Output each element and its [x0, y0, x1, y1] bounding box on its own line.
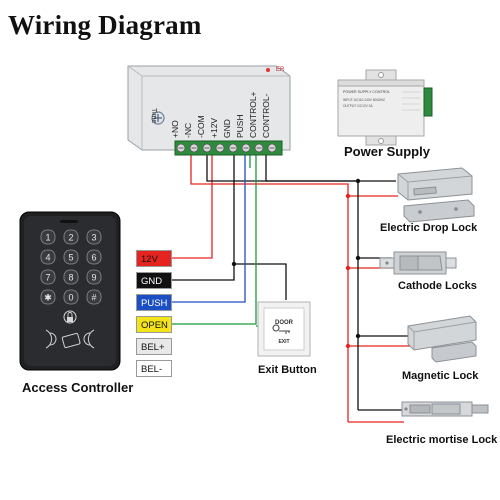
junction-dot	[231, 261, 237, 267]
terminal-label: GND	[222, 119, 232, 138]
keypad-key-label: ✱	[44, 293, 52, 303]
keypad-key	[63, 289, 79, 305]
power-supply-unit	[337, 69, 433, 146]
keypad-key	[63, 249, 79, 265]
wire-label-bel-minus: BEL-	[136, 360, 172, 377]
keypad-key-label: 5	[68, 253, 73, 263]
keypad-key-label: 8	[68, 273, 73, 283]
keypad-key	[40, 249, 56, 265]
wire-black-gnd	[172, 152, 235, 281]
keypad-key	[40, 289, 56, 305]
keypad-key	[63, 229, 79, 245]
terminal-label: +12V	[209, 118, 219, 138]
junction-dot	[345, 343, 351, 349]
lock-caption-drop: Electric Drop Lock	[380, 222, 478, 234]
terminal-block	[174, 140, 283, 156]
electric-mortise-lock	[401, 401, 489, 417]
wire-junctions	[231, 178, 361, 349]
junction-dot	[345, 265, 351, 271]
terminal-label: -NC	[183, 123, 193, 138]
keypad-key-label: 9	[91, 273, 96, 283]
keypad-key	[40, 269, 56, 285]
access-controller-device: 1 2 3 4 5 6 7 8 9 ✱ 0 #	[19, 211, 121, 371]
diagram-title: Wiring Diagram	[8, 10, 202, 40]
keypad-key	[63, 269, 79, 285]
wire-blue-push	[172, 152, 246, 303]
terminal-screws	[176, 143, 277, 153]
wire-black-gnd-exit	[234, 263, 287, 300]
wire-label-bel-plus: BEL+	[136, 338, 172, 355]
junction-dot	[355, 255, 361, 261]
brand-mark: ER	[276, 67, 285, 73]
wire-green-exit	[172, 152, 257, 325]
terminal-label: CONTROL+	[248, 91, 258, 138]
junction-dot	[355, 333, 361, 339]
lock-caption-mortise: Electric mortise Lock	[386, 434, 498, 446]
keypad-key-label: 7	[45, 273, 50, 283]
brand-dot	[266, 68, 270, 72]
keypad-key-label: #	[91, 293, 96, 303]
power-supply-header: POWER SUPPLY CONTROL	[343, 90, 390, 94]
keypad-key	[86, 249, 102, 265]
electric-drop-lock	[397, 167, 475, 223]
keypad-key	[40, 229, 56, 245]
wires	[172, 151, 410, 423]
junction-dot	[345, 193, 351, 199]
keypad: 1 2 3 4 5 6 7 8 9 ✱ 0 #	[40, 229, 102, 305]
access-controller-caption: Access Controller	[22, 380, 134, 395]
wire-red-12v	[172, 152, 213, 259]
keypad-key-label: 6	[91, 253, 96, 263]
exit-button-door-text: DOOR	[275, 320, 294, 326]
power-terminal-block	[423, 87, 433, 117]
card-reader-icon	[45, 329, 95, 349]
junction-dot	[355, 178, 361, 184]
wire-control-plus	[265, 152, 358, 182]
lock-caption-magnetic: Magnetic Lock	[402, 370, 479, 382]
keypad-key-label: 3	[91, 233, 96, 243]
wire-label-push: PUSH	[136, 294, 172, 311]
exit-button-exit-text: EXIT	[278, 339, 289, 345]
keypad-key-label: 4	[45, 253, 50, 263]
lock-indicator-icon	[63, 310, 77, 324]
wire-red-12v-panel	[190, 152, 349, 422]
power-supply-spec-2: OUTPUT: DC12V 3A	[343, 104, 373, 108]
wire-label-open: OPEN	[136, 316, 172, 333]
wire-label-gnd: GND	[136, 272, 172, 289]
key-icon	[272, 324, 290, 334]
terminal-label: CONTROL-	[261, 93, 271, 138]
exit-button-caption: Exit Button	[258, 364, 317, 376]
controller-panel	[127, 65, 291, 156]
lock-caption-cathode: Cathode Locks	[398, 280, 477, 292]
cathode-lock	[379, 251, 457, 275]
keypad-key-label: 2	[68, 233, 73, 243]
time-label: Time	[150, 108, 157, 123]
keypad-key	[86, 229, 102, 245]
keypad-key-label: 0	[68, 293, 73, 303]
keypad-key-label: 1	[45, 233, 50, 243]
terminal-label: +NO	[170, 120, 180, 138]
terminal-label: -COM	[196, 115, 206, 138]
keypad-key	[86, 289, 102, 305]
magnetic-lock	[407, 315, 477, 363]
terminal-label: PUSH	[235, 114, 245, 138]
power-supply-spec-1: INPUT: AC110-240V 50/60HZ	[343, 98, 385, 102]
wire-label-12v: 12V	[136, 250, 172, 267]
exit-button-device	[257, 301, 311, 357]
power-supply-caption: Power Supply	[344, 144, 430, 159]
keypad-key	[86, 269, 102, 285]
